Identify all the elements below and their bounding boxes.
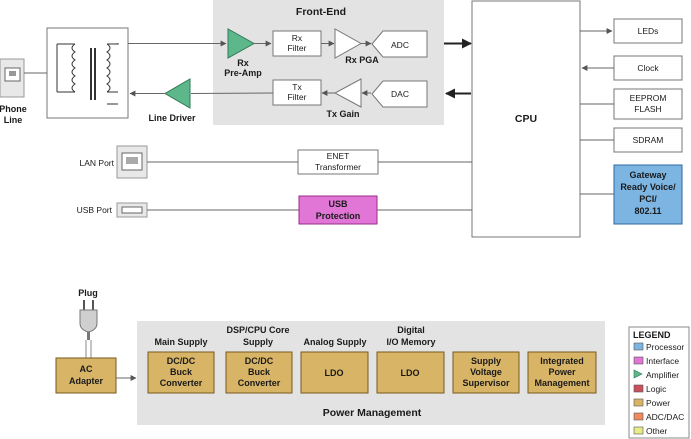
enet-label-1: ENET bbox=[327, 151, 350, 161]
enet-transformer-block bbox=[297, 149, 379, 175]
legend-swatch-amplifier bbox=[633, 369, 643, 379]
main-supply-dcdc-block bbox=[147, 351, 215, 394]
dsp-core-dcdc-block bbox=[225, 351, 293, 394]
rx-preamp-amplifier bbox=[227, 28, 256, 59]
gateway-label-3: PCI/ bbox=[639, 194, 657, 204]
line-transformer-block bbox=[46, 27, 129, 119]
dsp-dcdc-label-1: DC/DC bbox=[245, 356, 274, 366]
integrated-pm-label-1: Integrated bbox=[540, 356, 584, 366]
main-dcdc-label-3: Converter bbox=[160, 378, 203, 388]
integrated-pm-label-3: Management bbox=[534, 378, 589, 388]
legend-swatch-interface bbox=[633, 356, 644, 365]
analog-ldo-label: LDO bbox=[325, 368, 344, 378]
sdram-label: SDRAM bbox=[633, 135, 664, 145]
ac-adapter-label-1: AC bbox=[80, 364, 93, 374]
gateway-label-1: Gateway bbox=[629, 170, 666, 180]
dsp-supply-header-2: Supply bbox=[243, 337, 273, 347]
tx-gain-amplifier bbox=[333, 78, 362, 108]
phone-line-label-2: Line bbox=[4, 115, 23, 125]
ac-adapter-label-2: Adapter bbox=[69, 376, 104, 386]
leds-block bbox=[613, 18, 683, 44]
rx-pga-label: Rx PGA bbox=[345, 55, 379, 65]
supply-voltage-supervisor-block bbox=[452, 351, 520, 394]
tx-filter-block bbox=[272, 79, 322, 106]
usb-connector-icon bbox=[121, 206, 143, 214]
main-dcdc-label-1: DC/DC bbox=[167, 356, 196, 366]
main-supply-header: Main Supply bbox=[154, 337, 207, 347]
rx-preamp-label-1: Rx bbox=[237, 58, 249, 68]
legend-title: LEGEND bbox=[633, 330, 671, 340]
adc-label: ADC bbox=[391, 40, 409, 50]
gateway-processor-block bbox=[613, 164, 683, 225]
clock-block bbox=[613, 55, 683, 81]
integrated-pm-label-2: Power bbox=[548, 367, 576, 377]
dac-label: DAC bbox=[391, 89, 409, 99]
legend-swatch-power bbox=[633, 398, 644, 407]
main-dcdc-label-2: Buck bbox=[170, 367, 193, 377]
legend-swatch-adc-dac bbox=[633, 412, 644, 421]
wire-txfilter-linedriver bbox=[190, 92, 274, 94]
rx-filter-label-2: Filter bbox=[288, 43, 307, 53]
dsp-supply-header-1: DSP/CPU Core bbox=[226, 325, 289, 335]
legend-label-amplifier: Amplifier bbox=[646, 370, 679, 380]
usb-protection-label-1: USB bbox=[328, 199, 348, 209]
eeprom-label-2: FLASH bbox=[634, 104, 661, 114]
legend-label-processor: Processor bbox=[646, 342, 684, 352]
gateway-label-2: Ready Voice/ bbox=[620, 182, 676, 192]
enet-label-2: Transformer bbox=[315, 162, 361, 172]
supervisor-label-2: Voltage bbox=[470, 367, 502, 377]
supervisor-label-3: Supervisor bbox=[462, 378, 510, 388]
analog-ldo-block bbox=[300, 351, 369, 394]
lan-port-label: LAN Port bbox=[80, 158, 115, 168]
usb-protection-block bbox=[298, 195, 378, 225]
power-plug-icon bbox=[79, 300, 98, 358]
legend-label-interface: Interface bbox=[646, 356, 679, 366]
power-management-title: Power Management bbox=[323, 407, 422, 419]
digital-ldo-block bbox=[376, 351, 445, 394]
rx-preamp-label-2: Pre-Amp bbox=[224, 68, 262, 78]
line-driver-amplifier bbox=[164, 78, 191, 109]
rx-filter-block bbox=[272, 30, 322, 57]
tx-filter-label-2: Filter bbox=[288, 92, 307, 102]
front-end-title: Front-End bbox=[296, 6, 346, 18]
usb-port-label: USB Port bbox=[77, 205, 113, 215]
eeprom-label-1: EEPROM bbox=[630, 93, 667, 103]
line-driver-label: Line Driver bbox=[148, 113, 196, 123]
dsp-dcdc-label-2: Buck bbox=[248, 367, 271, 377]
digital-ldo-label: LDO bbox=[401, 368, 420, 378]
legend-swatch-logic bbox=[633, 384, 644, 393]
digital-supply-header-2: I/O Memory bbox=[386, 337, 435, 347]
legend-label-adc-dac: ADC/DAC bbox=[646, 412, 684, 422]
tx-gain-label: Tx Gain bbox=[326, 109, 359, 119]
transformer-symbol bbox=[56, 43, 119, 105]
legend-swatch-other bbox=[633, 426, 644, 435]
analog-supply-header: Analog Supply bbox=[304, 337, 367, 347]
tx-filter-label-1: Tx bbox=[292, 82, 302, 92]
leds-label: LEDs bbox=[638, 26, 659, 36]
adc-block bbox=[371, 30, 428, 58]
legend-label-logic: Logic bbox=[646, 384, 667, 394]
legend-label-other: Other bbox=[646, 426, 667, 436]
gateway-label-4: 802.11 bbox=[634, 206, 661, 216]
supervisor-label-1: Supply bbox=[471, 356, 501, 366]
phone-line-label-1: Phone bbox=[0, 104, 27, 114]
integrated-power-management-block bbox=[527, 351, 597, 394]
clock-label: Clock bbox=[637, 63, 659, 73]
rx-pga-amplifier bbox=[334, 28, 363, 59]
cpu-label: CPU bbox=[515, 113, 537, 125]
ac-adapter-block bbox=[55, 357, 117, 394]
power-management-panel bbox=[137, 321, 605, 425]
dsp-dcdc-label-3: Converter bbox=[238, 378, 281, 388]
plug-label: Plug bbox=[78, 288, 98, 298]
digital-supply-header-1: Digital bbox=[397, 325, 425, 335]
usb-protection-label-2: Protection bbox=[316, 211, 361, 221]
rx-filter-label-1: Rx bbox=[292, 33, 303, 43]
cpu-block bbox=[471, 0, 581, 238]
legend-swatch-processor bbox=[633, 342, 644, 351]
legend-label-power: Power bbox=[646, 398, 670, 408]
dac-block bbox=[371, 80, 428, 108]
